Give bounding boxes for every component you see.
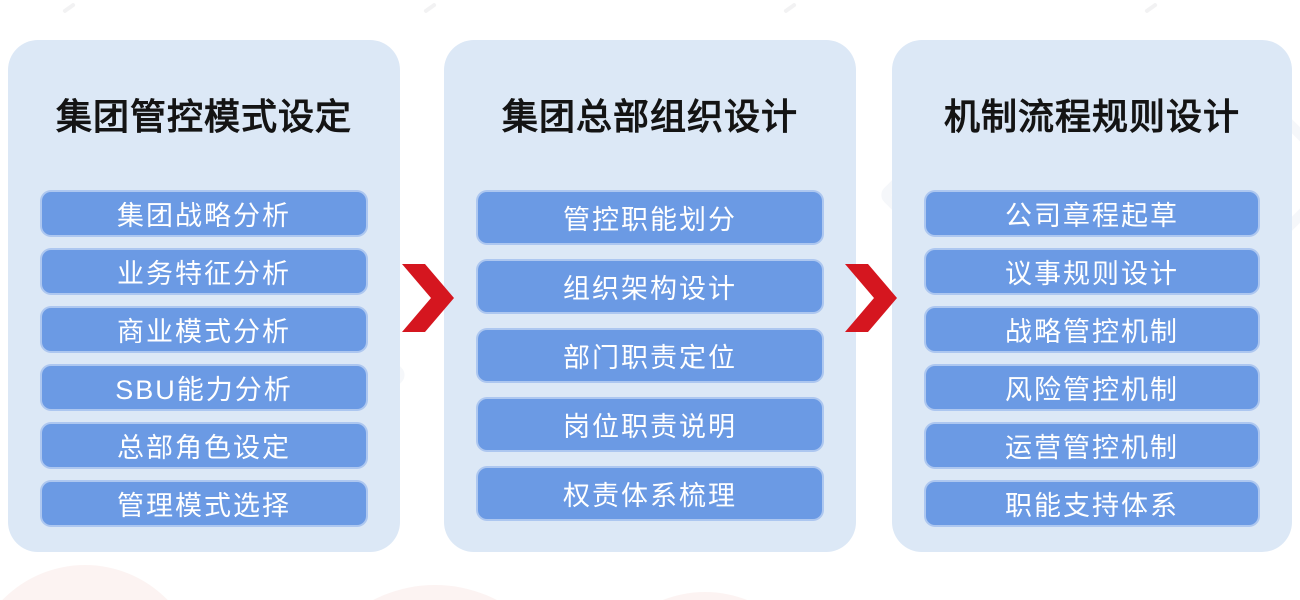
panel-mechanism-process-rules: 机制流程规则设计公司章程起草议事规则设计战略管控机制风险管控机制运营管控机制职能… [892,40,1292,552]
watermark-logo-circle-icon [0,565,200,600]
watermark-fragment-icon [783,2,797,14]
process-step-item: 管理模式选择 [40,480,368,527]
process-step-item: 业务特征分析 [40,248,368,295]
watermark-fragment-icon [1144,2,1158,14]
panel-group-control-mode: 集团管控模式设定集团战略分析业务特征分析商业模式分析 SBU能力分析总部角色设定管… [8,40,400,552]
process-step-item: 管控职能划分 [476,190,824,245]
process-step-item: 战略管控机制 [924,306,1260,353]
panel-item-list: 管控职能划分组织架构设计部门职责定位岗位职责说明权责体系梳理 [476,190,824,521]
watermark-logo-circle-icon [1290,568,1300,600]
panel-item-list: 集团战略分析业务特征分析商业模式分析 SBU能力分析总部角色设定管理模式选择 [40,190,368,527]
process-step-item: 风险管控机制 [924,364,1260,411]
process-step-item: 权责体系梳理 [476,466,824,521]
panel-hq-org-design: 集团总部组织设计管控职能划分组织架构设计部门职责定位岗位职责说明权责体系梳理 [444,40,856,552]
process-step-item: 总部角色设定 [40,422,368,469]
watermark-logo-circle-icon [300,585,570,600]
process-step-item: 组织架构设计 [476,259,824,314]
watermark-fragment-icon [423,2,437,14]
process-step-item: 部门职责定位 [476,328,824,383]
process-step-item: 议事规则设计 [924,248,1260,295]
process-step-item: 岗位职责说明 [476,397,824,452]
panel-item-list: 公司章程起草议事规则设计战略管控机制风险管控机制运营管控机制职能支持体系 [924,190,1260,527]
process-step-item: 公司章程起草 [924,190,1260,237]
panel-title: 集团总部组织设计 [501,96,798,137]
process-step-item: 集团战略分析 [40,190,368,237]
watermark-logo-circle-icon [590,592,820,600]
process-step-item: 商业模式分析 [40,306,368,353]
flow-arrow-right-icon [402,264,454,332]
process-step-item: 职能支持体系 [924,480,1260,527]
process-step-item: SBU能力分析 [40,364,368,411]
panel-title: 机制流程规则设计 [943,96,1240,137]
flow-arrow-right-icon [845,264,897,332]
process-step-item: 运营管控机制 [924,422,1260,469]
watermark-fragment-icon [62,2,76,14]
panel-title: 集团管控模式设定 [55,96,352,137]
